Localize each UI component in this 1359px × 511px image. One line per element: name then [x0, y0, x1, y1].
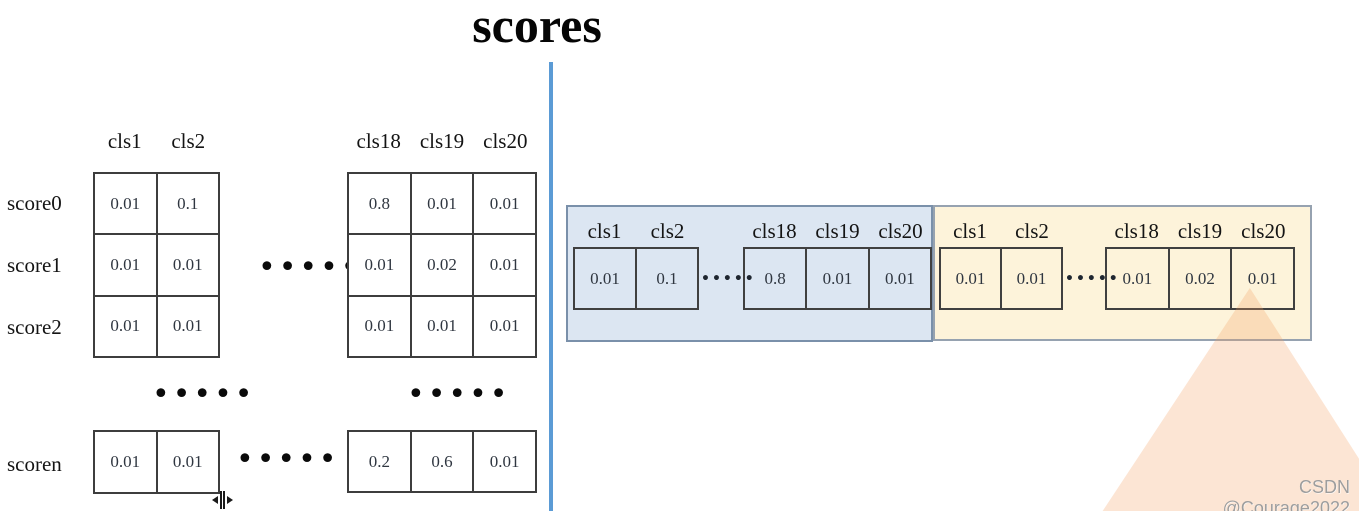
column-header: cls18	[1114, 218, 1159, 243]
orange-trio-group: cls18 cls19 cls20 0.01 0.02 0.01	[1105, 215, 1295, 310]
horizontal-ellipsis: •••••	[236, 442, 340, 477]
orange-pair-group: cls1 cls2 0.01 0.01	[939, 215, 1063, 310]
matrix-cell: 0.1	[155, 174, 219, 234]
vertical-ellipsis: •••••	[407, 377, 511, 412]
table-row: 0.01 0.1	[95, 174, 219, 234]
matrix-cell: 0.01	[110, 316, 141, 336]
column-header: cls1	[587, 218, 622, 243]
table-row: 0.2 0.6 0.01	[349, 432, 535, 491]
column-header: cls1	[107, 129, 142, 153]
matrix-cell: 0.01	[409, 174, 473, 234]
vector-cell: 0.1	[635, 249, 697, 308]
header-row: cls18 cls19 cls20	[743, 215, 932, 247]
matrix-cell: 0.01	[472, 296, 535, 356]
column-header: cls2	[1015, 218, 1049, 243]
table-row: 0.01 0.01 0.01	[349, 294, 535, 356]
vector-cell: 0.01	[955, 268, 986, 288]
header-row: cls1 cls2	[573, 215, 699, 247]
column-header: cls19	[1177, 218, 1223, 243]
matrix-cell: 0.01	[472, 432, 535, 491]
vector-cell: 0.01	[867, 249, 930, 308]
vertical-ellipsis: •••••	[152, 377, 256, 412]
horizontal-ellipsis: •••••	[701, 271, 756, 287]
matrix-cell: 0.2	[368, 451, 390, 471]
matrix-cell: 0.01	[155, 296, 219, 356]
matrix-left-headers: cls1 cls2	[93, 129, 220, 155]
matrix-cell: 0.6	[409, 432, 473, 491]
divider-line	[549, 62, 553, 511]
matrix-cell: 0.01	[110, 452, 141, 471]
page-title: scores	[472, 0, 602, 53]
matrix-right-headers: cls18 cls19 cls20	[347, 129, 537, 155]
matrix-cell: 0.01	[155, 235, 219, 295]
matrix-table-lastrow-left: 0.01 0.01	[93, 430, 220, 494]
horizontal-ellipsis: •••••	[1065, 271, 1120, 287]
column-header: cls18	[752, 218, 797, 243]
column-header: cls20	[483, 129, 528, 153]
vector-cell: 0.02	[1167, 249, 1231, 308]
matrix-row-labels: score0 score1 score2	[7, 172, 71, 358]
cell-row: 0.01 0.01	[939, 247, 1063, 310]
matrix-cell: 0.01	[409, 296, 473, 356]
blue-pair-group: cls1 cls2 0.01 0.1	[573, 215, 699, 310]
matrix-cell: 0.01	[472, 174, 535, 234]
row-label: score0	[7, 190, 62, 215]
header-row: cls18 cls19 cls20	[1105, 215, 1295, 247]
cell-row: 0.01 0.1	[573, 247, 699, 310]
row-label: score2	[7, 314, 62, 339]
column-header: cls2	[650, 218, 685, 243]
column-header: cls2	[171, 129, 206, 153]
vector-cell: 0.8	[764, 268, 786, 288]
column-header: cls1	[953, 218, 987, 243]
table-row: 0.01 0.01	[95, 294, 219, 356]
matrix-cell: 0.01	[364, 254, 395, 274]
matrix-table-right: 0.8 0.01 0.01 0.01 0.02 0.01 0.01 0.01 0…	[347, 172, 537, 358]
cell-row: 0.8 0.01 0.01	[743, 247, 932, 310]
header-row: cls1 cls2	[939, 215, 1063, 247]
matrix-cell: 0.01	[364, 316, 395, 336]
matrix-cell: 0.8	[368, 193, 390, 213]
column-header: cls18	[356, 129, 401, 153]
matrix-cell: 0.01	[110, 193, 141, 213]
watermark-text: CSDN @Courage2022	[1222, 477, 1350, 511]
vector-cell: 0.01	[590, 268, 620, 288]
horizontal-ellipsis: •••••	[258, 250, 362, 285]
vector-cell: 0.01	[805, 249, 867, 308]
vector-cell: 0.01	[1122, 268, 1153, 288]
matrix-table-left: 0.01 0.1 0.01 0.01 0.01 0.01	[93, 172, 220, 358]
column-header: cls19	[419, 129, 465, 153]
matrix-table-lastrow-right: 0.2 0.6 0.01	[347, 430, 537, 493]
vector-cell: 0.01	[1000, 249, 1061, 308]
matrix-cell: 0.01	[110, 254, 141, 274]
matrix-cell: 0.01	[472, 235, 535, 295]
table-row: 0.01 0.01	[95, 233, 219, 295]
table-row: 0.01 0.01	[95, 432, 218, 492]
matrix-cell: 0.01	[155, 432, 219, 492]
cell-row: 0.01 0.02 0.01	[1105, 247, 1295, 310]
matrix-cell: 0.02	[409, 235, 473, 295]
vector-cell: 0.01	[1230, 249, 1293, 308]
table-row: 0.8 0.01 0.01	[349, 174, 535, 234]
flattened-orange-segment: cls1 cls2 0.01 0.01 ••••• cls18 cls19 cl…	[933, 205, 1312, 341]
column-resize-cursor-icon	[212, 491, 233, 509]
row-label: score1	[7, 252, 62, 277]
table-row: 0.01 0.02 0.01	[349, 233, 535, 295]
blue-trio-group: cls18 cls19 cls20 0.8 0.01 0.01	[743, 215, 932, 310]
flattened-blue-segment: cls1 cls2 0.01 0.1 ••••• cls18 cls19 cls…	[566, 205, 933, 342]
column-header: cls19	[815, 218, 860, 243]
row-label: scoren	[7, 451, 62, 476]
column-header: cls20	[1241, 218, 1286, 243]
column-header: cls20	[878, 218, 923, 243]
